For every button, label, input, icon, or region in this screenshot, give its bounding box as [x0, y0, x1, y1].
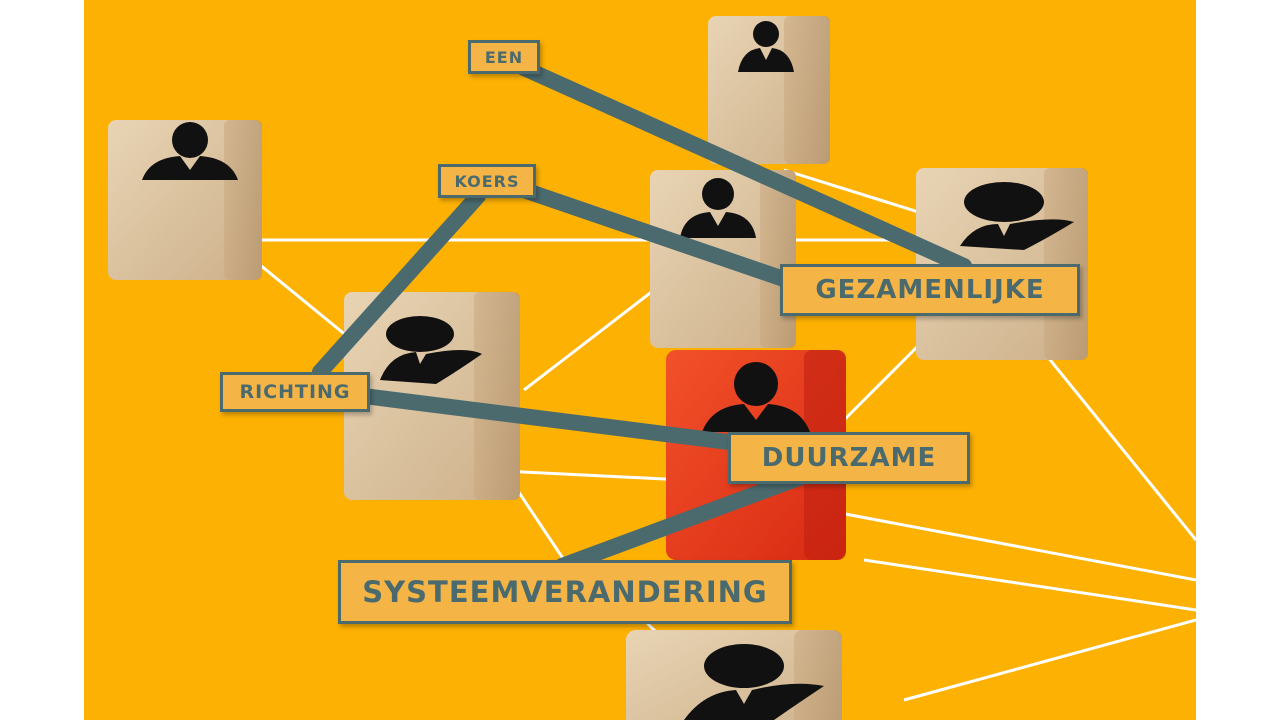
- cube-top-center: [708, 16, 830, 164]
- person-icon: [684, 644, 824, 720]
- connector-lines: [312, 60, 972, 574]
- label-gezamenlijke: GEZAMENLIJKE: [780, 264, 1080, 316]
- label-richting: RICHTING: [220, 372, 370, 412]
- person-icon: [960, 182, 1074, 250]
- person-icon: [738, 21, 794, 72]
- person-icon: [680, 178, 756, 238]
- cube-left: [108, 120, 262, 280]
- label-systeemverandering: SYSTEEMVERANDERING: [338, 560, 792, 624]
- label-koers: KOERS: [438, 164, 536, 198]
- label-een: EEN: [468, 40, 540, 74]
- person-icon: [142, 122, 238, 180]
- label-duurzame: DUURZAME: [728, 432, 970, 484]
- person-icon: [380, 316, 482, 384]
- photo-frame: EEN KOERS GEZAMENLIJKE RICHTING DUURZAME…: [84, 0, 1196, 720]
- cube-mid-left: [344, 292, 520, 500]
- person-icon: [702, 362, 810, 432]
